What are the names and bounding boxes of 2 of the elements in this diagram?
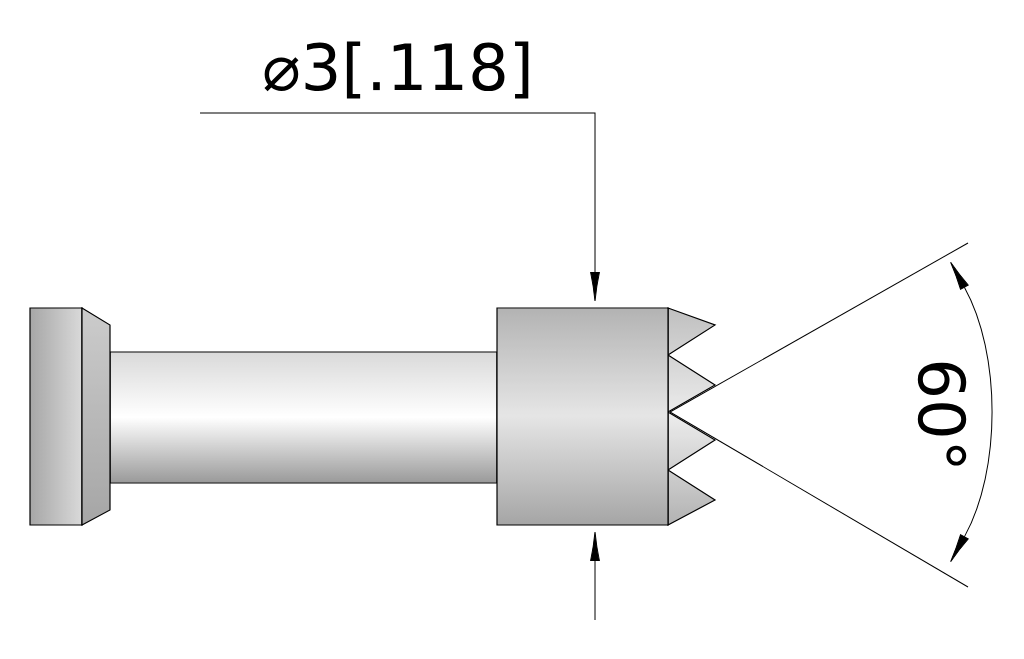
dimension-text: ⌀3[.118] (264, 41, 529, 99)
dimension-text: 60° (917, 362, 967, 466)
